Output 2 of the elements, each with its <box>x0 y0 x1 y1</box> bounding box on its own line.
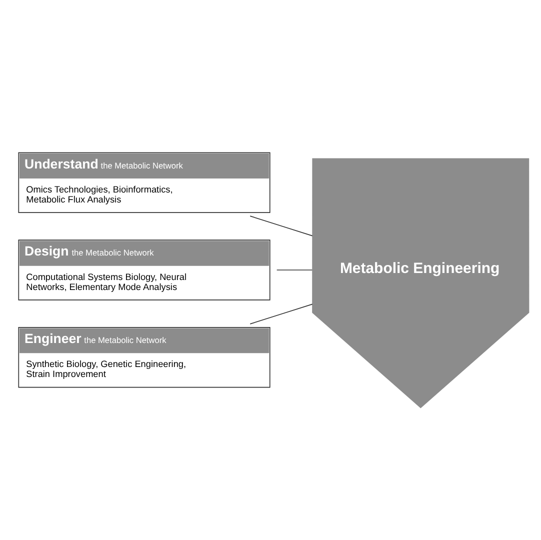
connector <box>250 304 313 324</box>
connector <box>250 216 313 236</box>
